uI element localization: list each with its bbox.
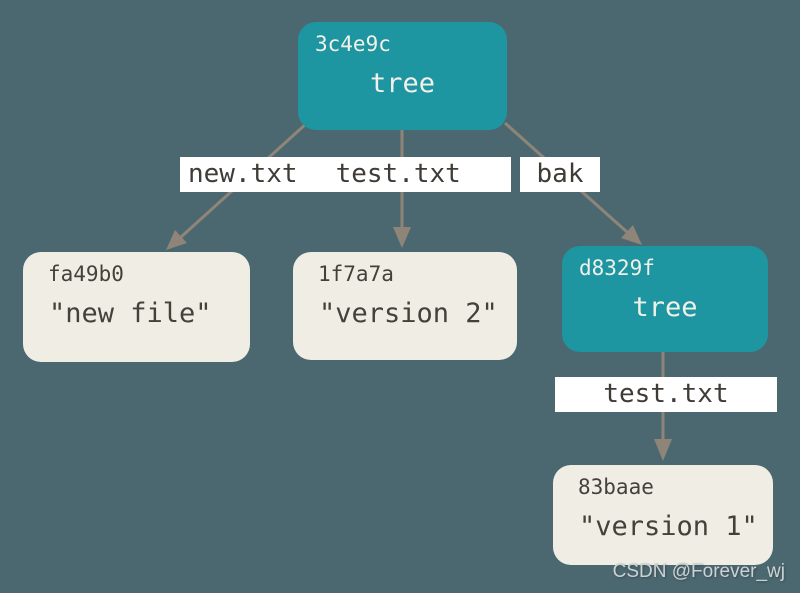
node-blob-new-file: fa49b0 "new file" bbox=[23, 252, 250, 362]
filename-new-txt: new.txt bbox=[188, 159, 298, 189]
node-hash: 1f7a7a bbox=[318, 262, 394, 286]
node-hash: fa49b0 bbox=[48, 262, 124, 286]
node-hash: 3c4e9c bbox=[315, 32, 391, 56]
node-tree-root: 3c4e9c tree bbox=[298, 22, 507, 130]
node-hash: d8329f bbox=[579, 256, 655, 280]
node-content-label: "version 2" bbox=[319, 298, 498, 329]
node-type-label: tree bbox=[632, 292, 698, 323]
node-content-label: "new file" bbox=[49, 298, 212, 329]
csdn-watermark: CSDN @Forever_wj bbox=[612, 561, 785, 582]
edge-label-bak-test-txt: test.txt bbox=[555, 377, 777, 412]
dirname-bak: bak bbox=[536, 159, 584, 189]
node-blob-version-1: 83baae "version 1" bbox=[553, 465, 773, 565]
node-content-label: "version 1" bbox=[579, 511, 758, 542]
filename-test-txt: test.txt bbox=[335, 159, 461, 189]
node-tree-bak: d8329f tree bbox=[562, 246, 768, 352]
edge-label-root-files: new.txt test.txt bbox=[180, 157, 511, 192]
node-type-label: tree bbox=[369, 68, 436, 99]
node-hash: 83baae bbox=[578, 475, 654, 499]
filename-bak-test-txt: test.txt bbox=[603, 379, 729, 409]
edge-label-bak: bak bbox=[520, 157, 600, 192]
node-blob-version-2: 1f7a7a "version 2" bbox=[293, 252, 517, 360]
